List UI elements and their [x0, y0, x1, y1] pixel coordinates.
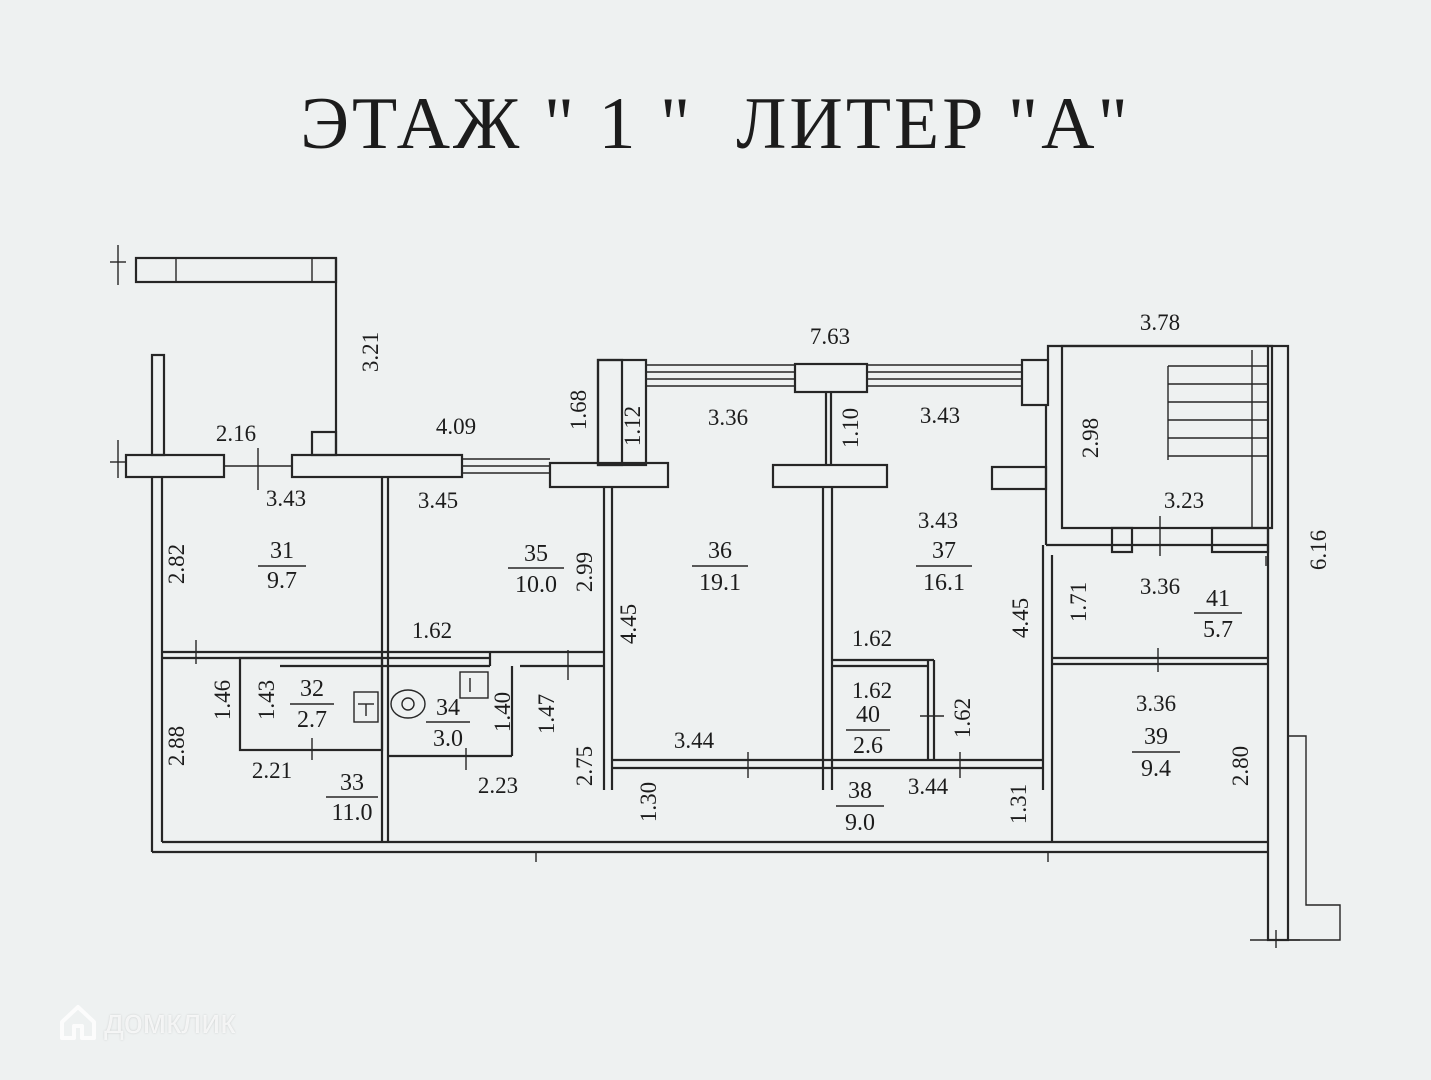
- room-area: 2.7: [297, 707, 327, 733]
- dim-label: 7.63: [810, 324, 850, 349]
- dimension-labels: 3.21 2.16 4.09 3.43 3.45 2.82 2.88 1.46 …: [164, 310, 1331, 824]
- dim-label: 2.16: [216, 421, 256, 446]
- dim-label: 1.62: [852, 626, 892, 651]
- dim-label: 3.36: [1140, 574, 1180, 599]
- outer-walls: [150, 477, 1268, 862]
- room-34: 34 3.0: [426, 695, 470, 752]
- plan-title: ЭТАЖ " 1 " ЛИТЕР "А": [300, 83, 1131, 165]
- house-icon: [60, 1005, 96, 1040]
- dim-label: 3.44: [674, 728, 715, 753]
- room-36: 36 19.1: [692, 538, 748, 596]
- dim-label: 1.62: [412, 618, 452, 643]
- partitions: [162, 477, 1270, 842]
- dim-label: 3.43: [920, 403, 960, 428]
- room-number: 34: [436, 695, 460, 721]
- room-40: 40 2.6: [846, 702, 890, 759]
- north-wall-left: [110, 440, 670, 489]
- dim-label: 1.68: [566, 390, 591, 430]
- room-area: 10.0: [515, 572, 557, 598]
- room-area: 5.7: [1203, 617, 1233, 643]
- dim-label: 1.47: [534, 694, 559, 734]
- room-number: 37: [932, 538, 956, 564]
- dim-label: 2.99: [572, 552, 597, 592]
- room-32: 32 2.7: [290, 676, 334, 733]
- dim-label: 1.12: [620, 406, 645, 446]
- room-area: 19.1: [699, 570, 741, 596]
- dim-label: 2.80: [1228, 746, 1253, 786]
- dimension-ticks: [195, 448, 1267, 778]
- dim-label: 1.10: [838, 408, 863, 448]
- dim-label: 3.44: [908, 774, 949, 799]
- dim-label: 3.36: [1136, 691, 1176, 716]
- room-37: 37 16.1: [916, 538, 972, 596]
- dim-label: 1.30: [636, 782, 661, 822]
- room-41: 41 5.7: [1194, 586, 1242, 643]
- dim-label: 2.75: [572, 746, 597, 786]
- room-area: 11.0: [331, 800, 372, 826]
- room-38: 38 9.0: [836, 778, 884, 836]
- room-area: 9.4: [1141, 756, 1171, 782]
- dim-label: 2.88: [164, 726, 189, 766]
- dim-label: 4.09: [436, 414, 476, 439]
- room-35: 35 10.0: [508, 541, 564, 598]
- watermark: домклик: [58, 1002, 235, 1042]
- east-wall: [1250, 344, 1341, 948]
- room-area: 3.0: [433, 726, 463, 752]
- room-area: 9.7: [267, 568, 297, 594]
- dim-label: 1.62: [950, 698, 975, 738]
- dim-label: 1.46: [210, 680, 235, 720]
- room-39: 39 9.4: [1132, 724, 1180, 782]
- dim-label: 3.43: [266, 486, 306, 511]
- dim-label: 3.43: [918, 508, 958, 533]
- room-number: 38: [848, 778, 872, 804]
- dim-label: 3.21: [358, 332, 383, 372]
- room-number: 31: [270, 538, 294, 564]
- room-number: 32: [300, 676, 324, 702]
- room-area: 16.1: [923, 570, 965, 596]
- dim-label: 3.36: [708, 405, 748, 430]
- dim-label: 1.40: [490, 692, 515, 732]
- watermark-text: домклик: [104, 1002, 236, 1041]
- room-area: 2.6: [853, 733, 883, 759]
- room-labels: 31 9.7 32 2.7 33 11.0 34 3.0 35 10.0 36 …: [258, 538, 1242, 836]
- room-number: 39: [1144, 724, 1168, 750]
- room-area: 9.0: [845, 810, 875, 836]
- dim-label: 3.78: [1140, 310, 1180, 335]
- dim-label: 1.71: [1066, 582, 1091, 622]
- dim-label: 6.16: [1306, 530, 1331, 570]
- stair-block: [1046, 344, 1274, 530]
- dim-label: 2.82: [164, 544, 189, 584]
- room-number: 36: [708, 538, 732, 564]
- room-33: 33 11.0: [326, 770, 378, 826]
- wc-fixtures: [353, 671, 489, 723]
- north-wall-center: [596, 358, 1050, 545]
- dim-label: 1.62: [852, 678, 892, 703]
- dim-label: 2.23: [478, 773, 518, 798]
- dim-label: 3.23: [1164, 488, 1204, 513]
- room-number: 40: [856, 702, 880, 728]
- dim-label: 4.45: [616, 604, 641, 644]
- room-number: 35: [524, 541, 548, 567]
- dim-label: 1.31: [1006, 784, 1031, 824]
- room-number: 33: [340, 770, 364, 796]
- room-31: 31 9.7: [258, 538, 306, 594]
- dim-label: 2.21: [252, 758, 292, 783]
- dim-label: 2.98: [1078, 418, 1103, 458]
- dim-label: 1.43: [254, 680, 279, 720]
- annex-walls: [110, 245, 338, 457]
- dim-label: 4.45: [1008, 598, 1033, 638]
- room-number: 41: [1206, 586, 1230, 612]
- dim-label: 3.45: [418, 488, 458, 513]
